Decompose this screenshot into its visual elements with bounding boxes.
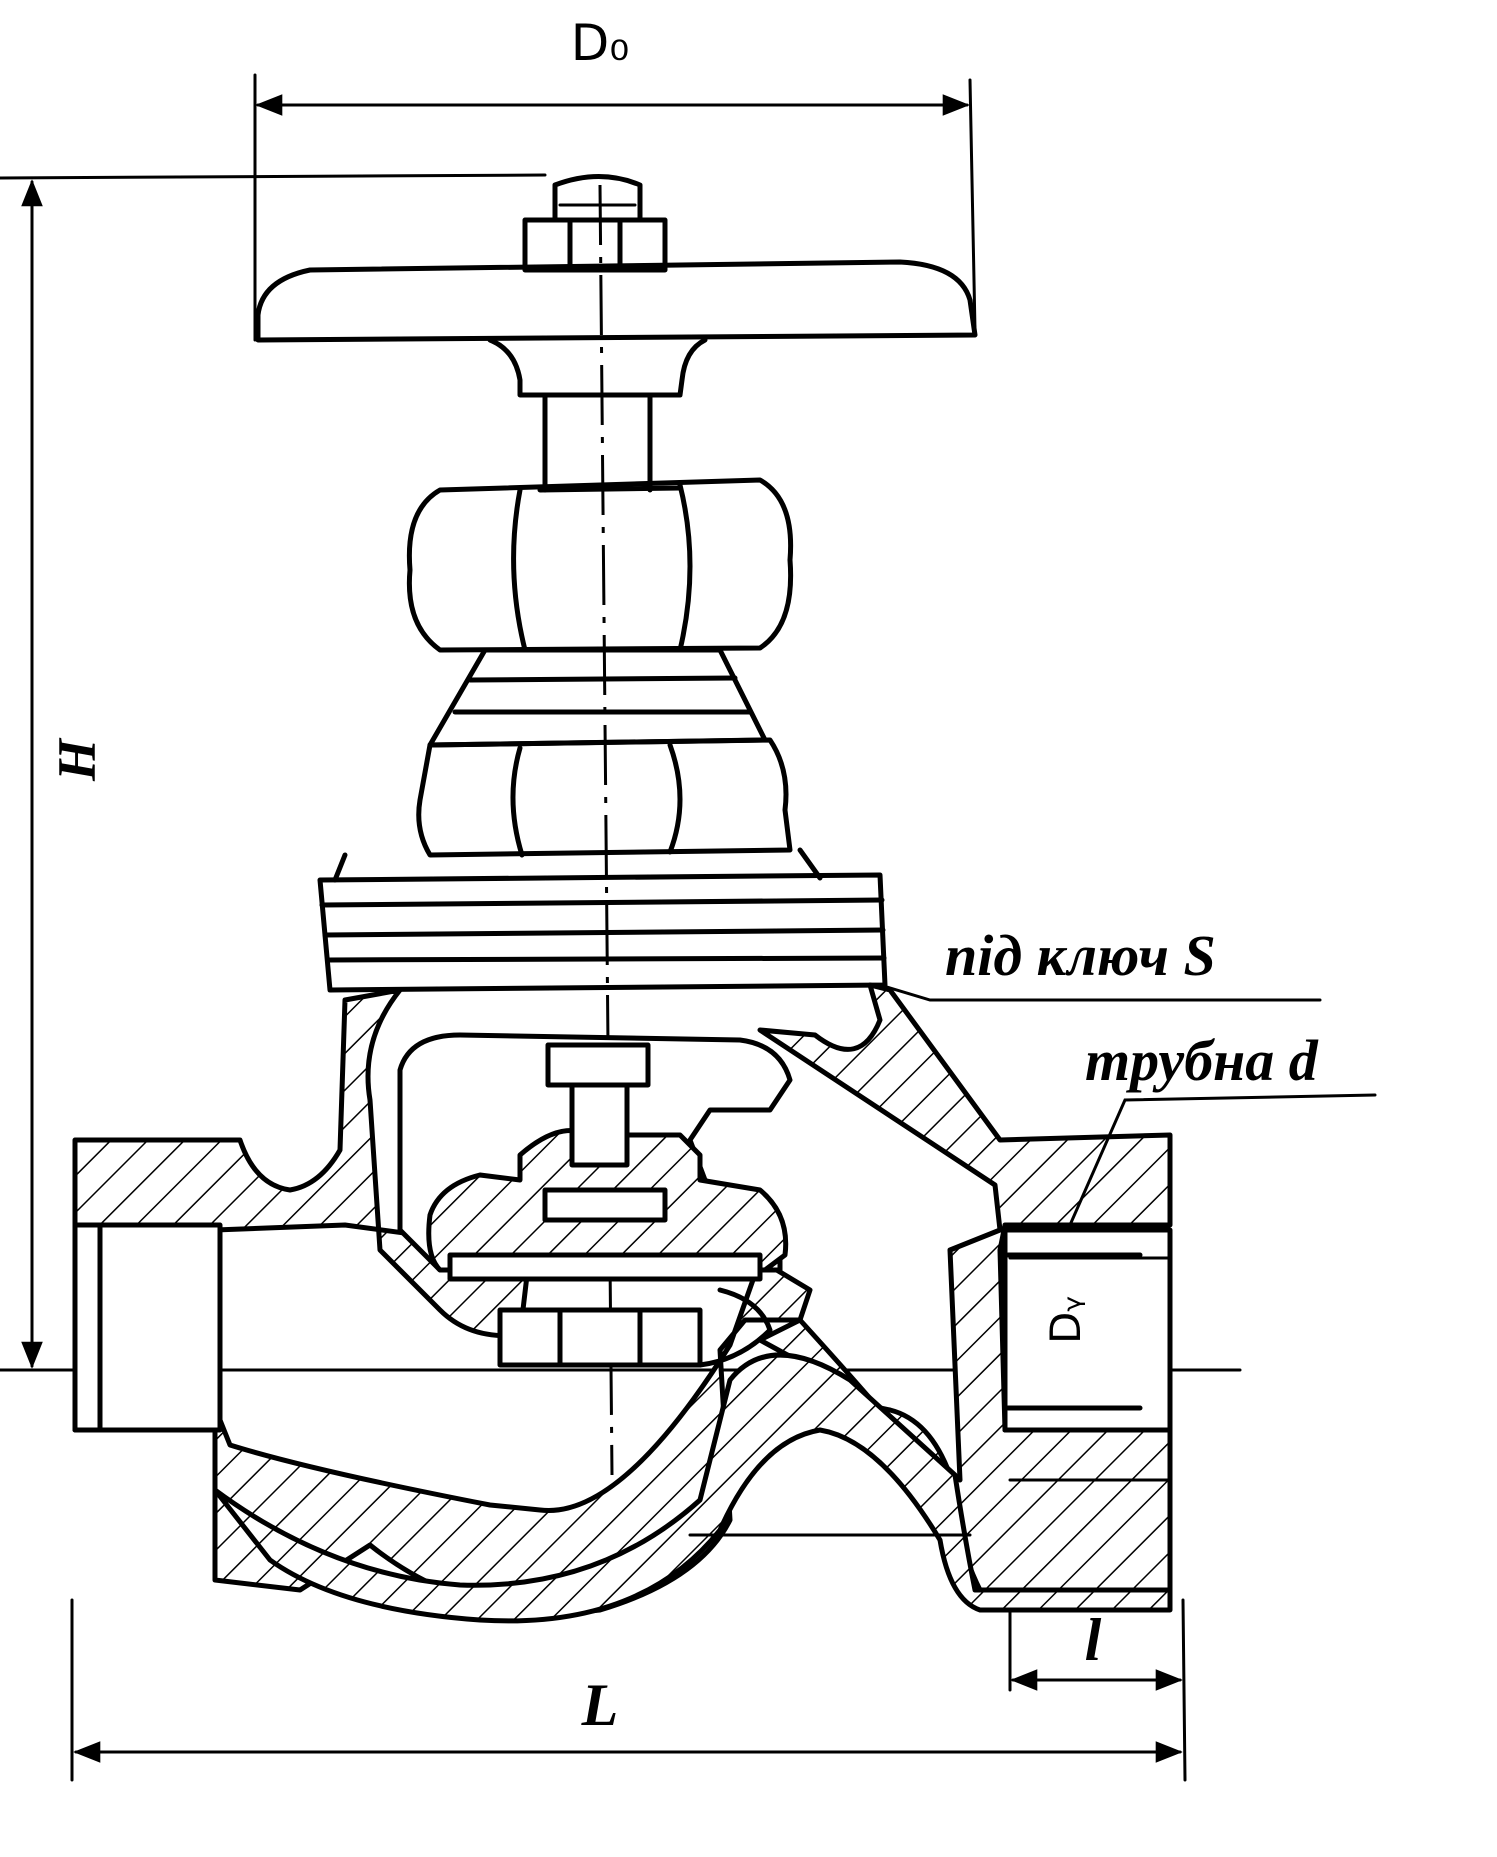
gland-nut <box>406 477 794 653</box>
packing-cone <box>427 647 768 748</box>
gland-nut-top-edge <box>537 485 683 493</box>
label-wrench-size: під ключ S <box>945 923 1216 988</box>
l-extension-right <box>1181 1598 1187 1782</box>
gland-nut-face-left <box>511 487 528 653</box>
body-lower-bowl <box>212 1352 1173 1624</box>
disc-lower-nut <box>497 1307 703 1368</box>
stem <box>542 392 653 493</box>
packing-line-1 <box>467 675 738 683</box>
thread-leader <box>1068 1093 1377 1227</box>
valve-body <box>72 982 1173 1624</box>
label-l-total: L <box>581 1672 619 1738</box>
gland-nut-face-right <box>677 482 693 653</box>
label-d0: D₀ <box>571 14 630 72</box>
flange-neck-right <box>797 847 823 881</box>
stem-tip <box>552 174 643 221</box>
bonnet-flange <box>317 847 888 993</box>
flange-neck-left <box>332 852 348 883</box>
lower-stem <box>569 1082 630 1168</box>
packing-cone-body <box>427 647 768 748</box>
d0-extension-right <box>968 78 977 332</box>
seat-gasket <box>447 1252 763 1282</box>
label-pipe-thread: трубна d <box>1085 1028 1319 1093</box>
left-bore-socket <box>72 1222 103 1433</box>
gland-nut-body <box>406 477 794 653</box>
label-l-thread: l <box>1085 1607 1102 1673</box>
bonnet-nut-face-right <box>667 742 683 855</box>
bonnet-nut-body <box>416 737 793 858</box>
handwheel <box>255 174 978 398</box>
disc-washer <box>542 1187 668 1223</box>
flange-rib-1 <box>319 897 885 908</box>
leader-lines <box>688 983 1377 1537</box>
bonnet-nut <box>416 737 793 858</box>
right-thread-top <box>1002 1222 1168 1233</box>
seat-rim <box>697 1287 773 1368</box>
lower-stem-collar <box>545 1042 651 1088</box>
flange-rib-3 <box>325 955 887 963</box>
label-dy: Dᵧ <box>1041 1296 1090 1344</box>
top-nut <box>522 217 668 273</box>
flange-rib-2 <box>322 927 886 938</box>
bonnet-nut-face-left <box>510 745 525 858</box>
label-h: H <box>47 737 107 782</box>
right-bore <box>1002 1227 1173 1433</box>
handwheel-hub <box>487 337 708 398</box>
handwheel-rim <box>255 259 978 343</box>
center-axis-vertical <box>598 184 614 1476</box>
h-extension-top <box>0 173 547 180</box>
wrench-leader <box>878 983 1322 1002</box>
